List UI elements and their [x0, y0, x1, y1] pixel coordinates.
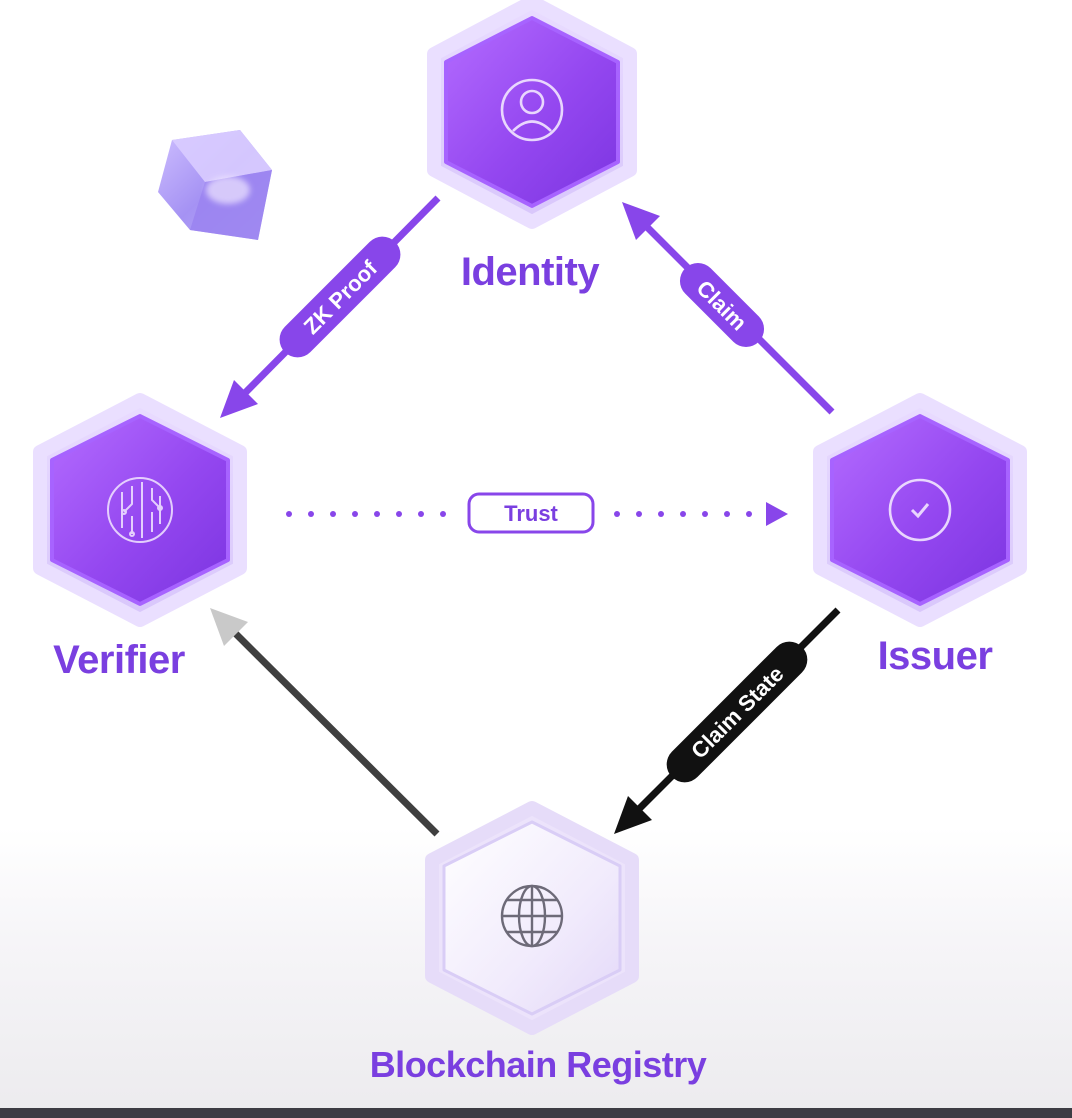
zk-proof-label: ZK Proof [299, 255, 383, 339]
user-circle-icon [500, 78, 564, 142]
registry-label: Blockchain Registry [369, 1044, 707, 1085]
claim-state-pill [666, 641, 808, 783]
decorative-cube [158, 130, 272, 240]
registry-node [425, 801, 639, 1035]
identity-node [427, 0, 637, 229]
issuer-node [813, 393, 1027, 627]
issuer-label: Issuer [877, 634, 993, 678]
trust-pill [467, 492, 595, 534]
verifier-label: Verifier [53, 638, 185, 682]
claim-arrow: Claim [622, 202, 835, 415]
claim-state-arrow: Claim State [614, 607, 841, 834]
zk-proof-pill [279, 236, 401, 358]
trust-arrow: Trust [286, 492, 788, 534]
trust-label: Trust [504, 501, 558, 526]
check-circle-icon [888, 478, 952, 542]
registry-to-verifier-arrow [210, 608, 440, 837]
circuit-fingerprint-icon [107, 477, 173, 543]
claim-state-label: Claim State [686, 661, 788, 763]
verifier-node [33, 393, 247, 627]
identity-label: Identity [460, 250, 600, 294]
bottom-bar [0, 1108, 1072, 1118]
claim-pill [679, 262, 765, 348]
globe-icon [500, 884, 564, 948]
